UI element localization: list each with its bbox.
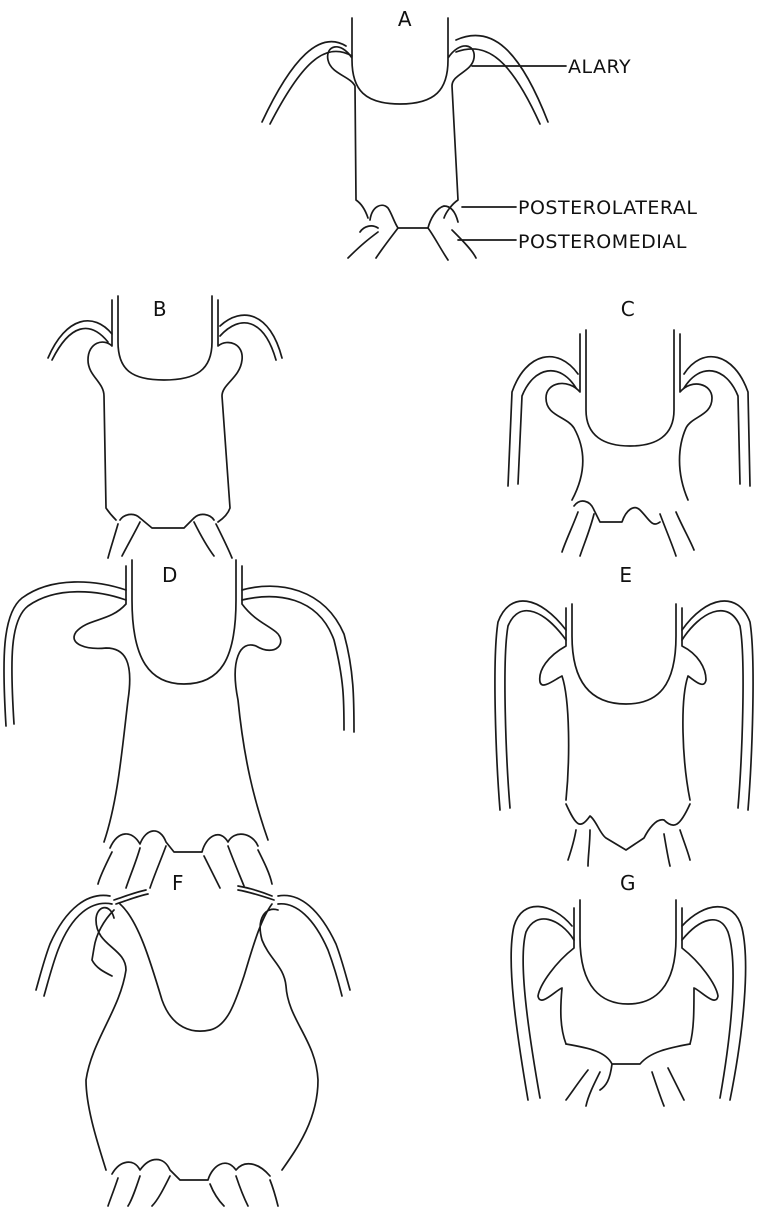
panel-g-alary-left — [511, 906, 574, 1100]
panel-d-alary-right — [242, 586, 354, 732]
panel-g-letter: G — [620, 871, 636, 895]
panel-f: F — [36, 871, 350, 1206]
panel-g: G — [511, 871, 745, 1106]
panel-b: B — [48, 296, 282, 558]
panel-c-posterior — [562, 501, 694, 556]
panel-e-letter: E — [619, 563, 632, 587]
panel-e-body-outline — [540, 604, 706, 800]
alary-label: ALARY — [568, 56, 631, 78]
panel-g-body-outline — [538, 900, 718, 1044]
panel-e-alary-left — [495, 601, 566, 810]
panel-a-alary-right — [456, 35, 548, 124]
panel-e-alary-right — [682, 601, 753, 810]
posteromedial-label: POSTEROMEDIAL — [518, 231, 687, 253]
panel-c-alary-right — [684, 357, 750, 486]
panel-c: C — [508, 297, 750, 556]
panel-d-letter: D — [162, 563, 178, 587]
panel-g-alary-right — [682, 907, 746, 1100]
panel-f-alary-left — [36, 895, 112, 996]
panel-f-alary-right — [278, 895, 350, 996]
panel-a-letter: A — [398, 7, 412, 31]
panel-e: E — [495, 563, 753, 866]
panel-b-alary-right — [220, 315, 282, 360]
panel-a: A ALARY POSTEROLATERAL POSTEROMEDIAL — [262, 7, 697, 260]
panel-a-alary-left — [262, 42, 352, 124]
panel-c-body-outline — [546, 330, 712, 500]
panel-f-letter: F — [172, 871, 184, 895]
panel-a-posteromedial-legs — [348, 226, 476, 260]
panel-a-body-outline — [328, 18, 475, 218]
panel-f-strands — [114, 886, 274, 904]
panel-d-body-outline — [74, 560, 281, 842]
panel-e-posterior — [566, 804, 690, 866]
panel-d-alary-left — [4, 582, 126, 726]
posterolateral-label: POSTEROLATERAL — [518, 197, 697, 219]
panel-b-posterior — [108, 514, 232, 558]
panel-d-posterior — [98, 831, 272, 888]
panel-f-body-outline — [86, 904, 318, 1170]
panel-b-alary-left — [48, 321, 112, 360]
panel-f-posterior — [108, 1160, 278, 1207]
panel-d: D — [4, 560, 354, 888]
panel-b-letter: B — [153, 297, 167, 321]
panel-g-posterior — [566, 1044, 690, 1106]
panel-b-body-outline — [88, 296, 242, 522]
panel-c-letter: C — [621, 297, 635, 321]
